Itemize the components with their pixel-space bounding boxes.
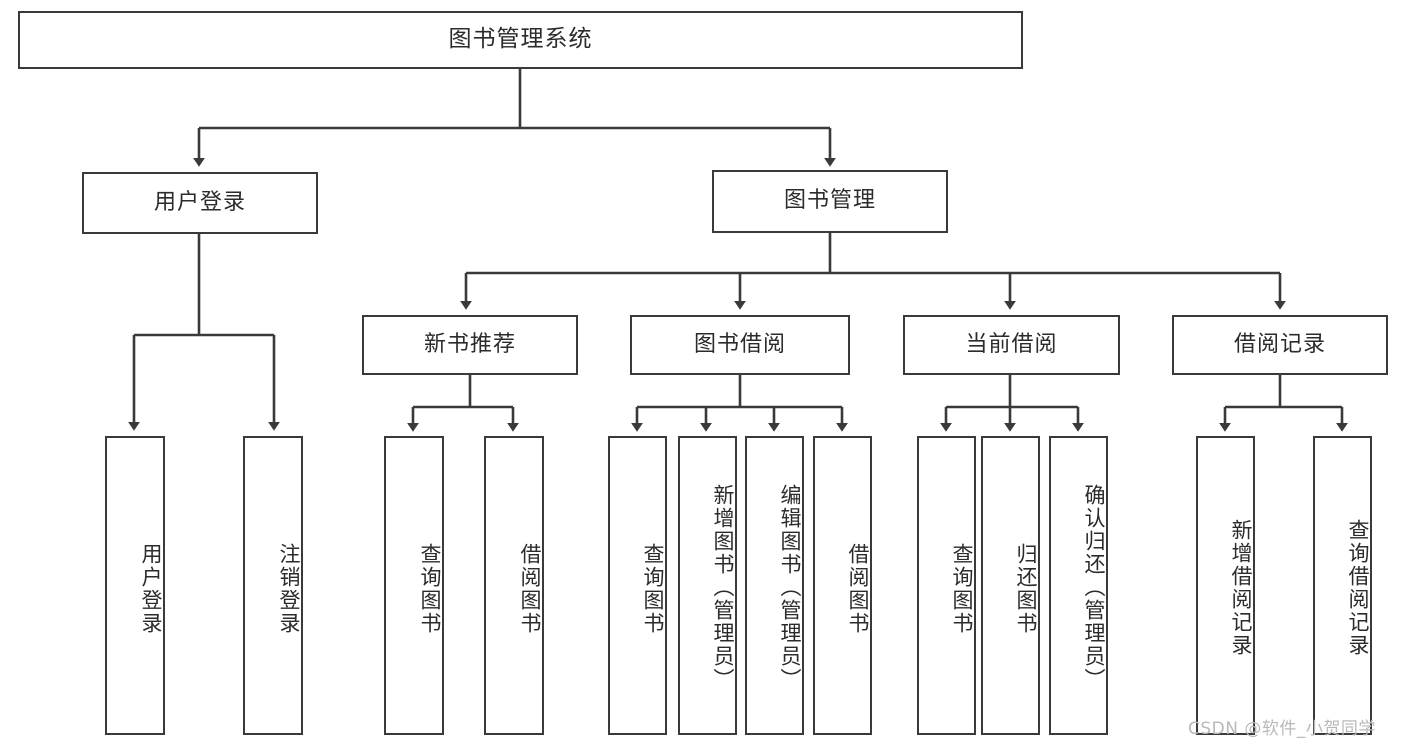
leaf-label: 确认归还（管理员） xyxy=(1082,484,1106,691)
csdn-watermark: CSDN @软件_小贺同学 xyxy=(1188,719,1376,739)
leaf-book-borrow-add[interactable]: 新增图书（管理员） xyxy=(678,436,737,735)
leaf-book-borrow-query[interactable]: 查询图书 xyxy=(608,436,667,735)
node-book-borrow[interactable]: 图书借阅 xyxy=(630,315,850,375)
node-current-borrow[interactable]: 当前借阅 xyxy=(903,315,1120,375)
leaf-label: 查询借阅记录 xyxy=(1346,518,1370,657)
leaf-book-borrow-edit[interactable]: 编辑图书（管理员） xyxy=(745,436,804,735)
leaf-label: 查询图书 xyxy=(641,542,665,635)
leaf-label: 新增借阅记录 xyxy=(1229,518,1253,657)
node-user-login[interactable]: 用户登录 xyxy=(82,172,318,234)
leaf-current-borrow-return[interactable]: 归还图书 xyxy=(981,436,1040,735)
leaf-new-book-query[interactable]: 查询图书 xyxy=(384,436,444,735)
leaf-label: 借阅图书 xyxy=(518,542,542,635)
node-book-management[interactable]: 图书管理 xyxy=(712,170,948,233)
leaf-label: 新增图书（管理员） xyxy=(711,484,735,691)
leaf-label: 编辑图书（管理员） xyxy=(778,484,802,691)
leaf-label: 查询图书 xyxy=(418,542,442,635)
leaf-label: 归还图书 xyxy=(1014,542,1038,635)
node-root-system[interactable]: 图书管理系统 xyxy=(18,11,1023,69)
leaf-borrow-record-add[interactable]: 新增借阅记录 xyxy=(1196,436,1255,735)
node-new-book-recommend[interactable]: 新书推荐 xyxy=(362,315,578,375)
leaf-current-borrow-query[interactable]: 查询图书 xyxy=(917,436,976,735)
leaf-label: 查询图书 xyxy=(950,542,974,635)
leaf-user-login-logout[interactable]: 注销登录 xyxy=(243,436,303,735)
leaf-borrow-record-query[interactable]: 查询借阅记录 xyxy=(1313,436,1372,735)
leaf-new-book-borrow[interactable]: 借阅图书 xyxy=(484,436,544,735)
leaf-book-borrow-borrow[interactable]: 借阅图书 xyxy=(813,436,872,735)
leaf-user-login-login[interactable]: 用户登录 xyxy=(105,436,165,735)
leaf-label: 借阅图书 xyxy=(846,542,870,635)
node-borrow-record[interactable]: 借阅记录 xyxy=(1172,315,1388,375)
leaf-current-borrow-confirm[interactable]: 确认归还（管理员） xyxy=(1049,436,1108,735)
leaf-label: 用户登录 xyxy=(139,542,163,635)
leaf-label: 注销登录 xyxy=(277,542,301,635)
